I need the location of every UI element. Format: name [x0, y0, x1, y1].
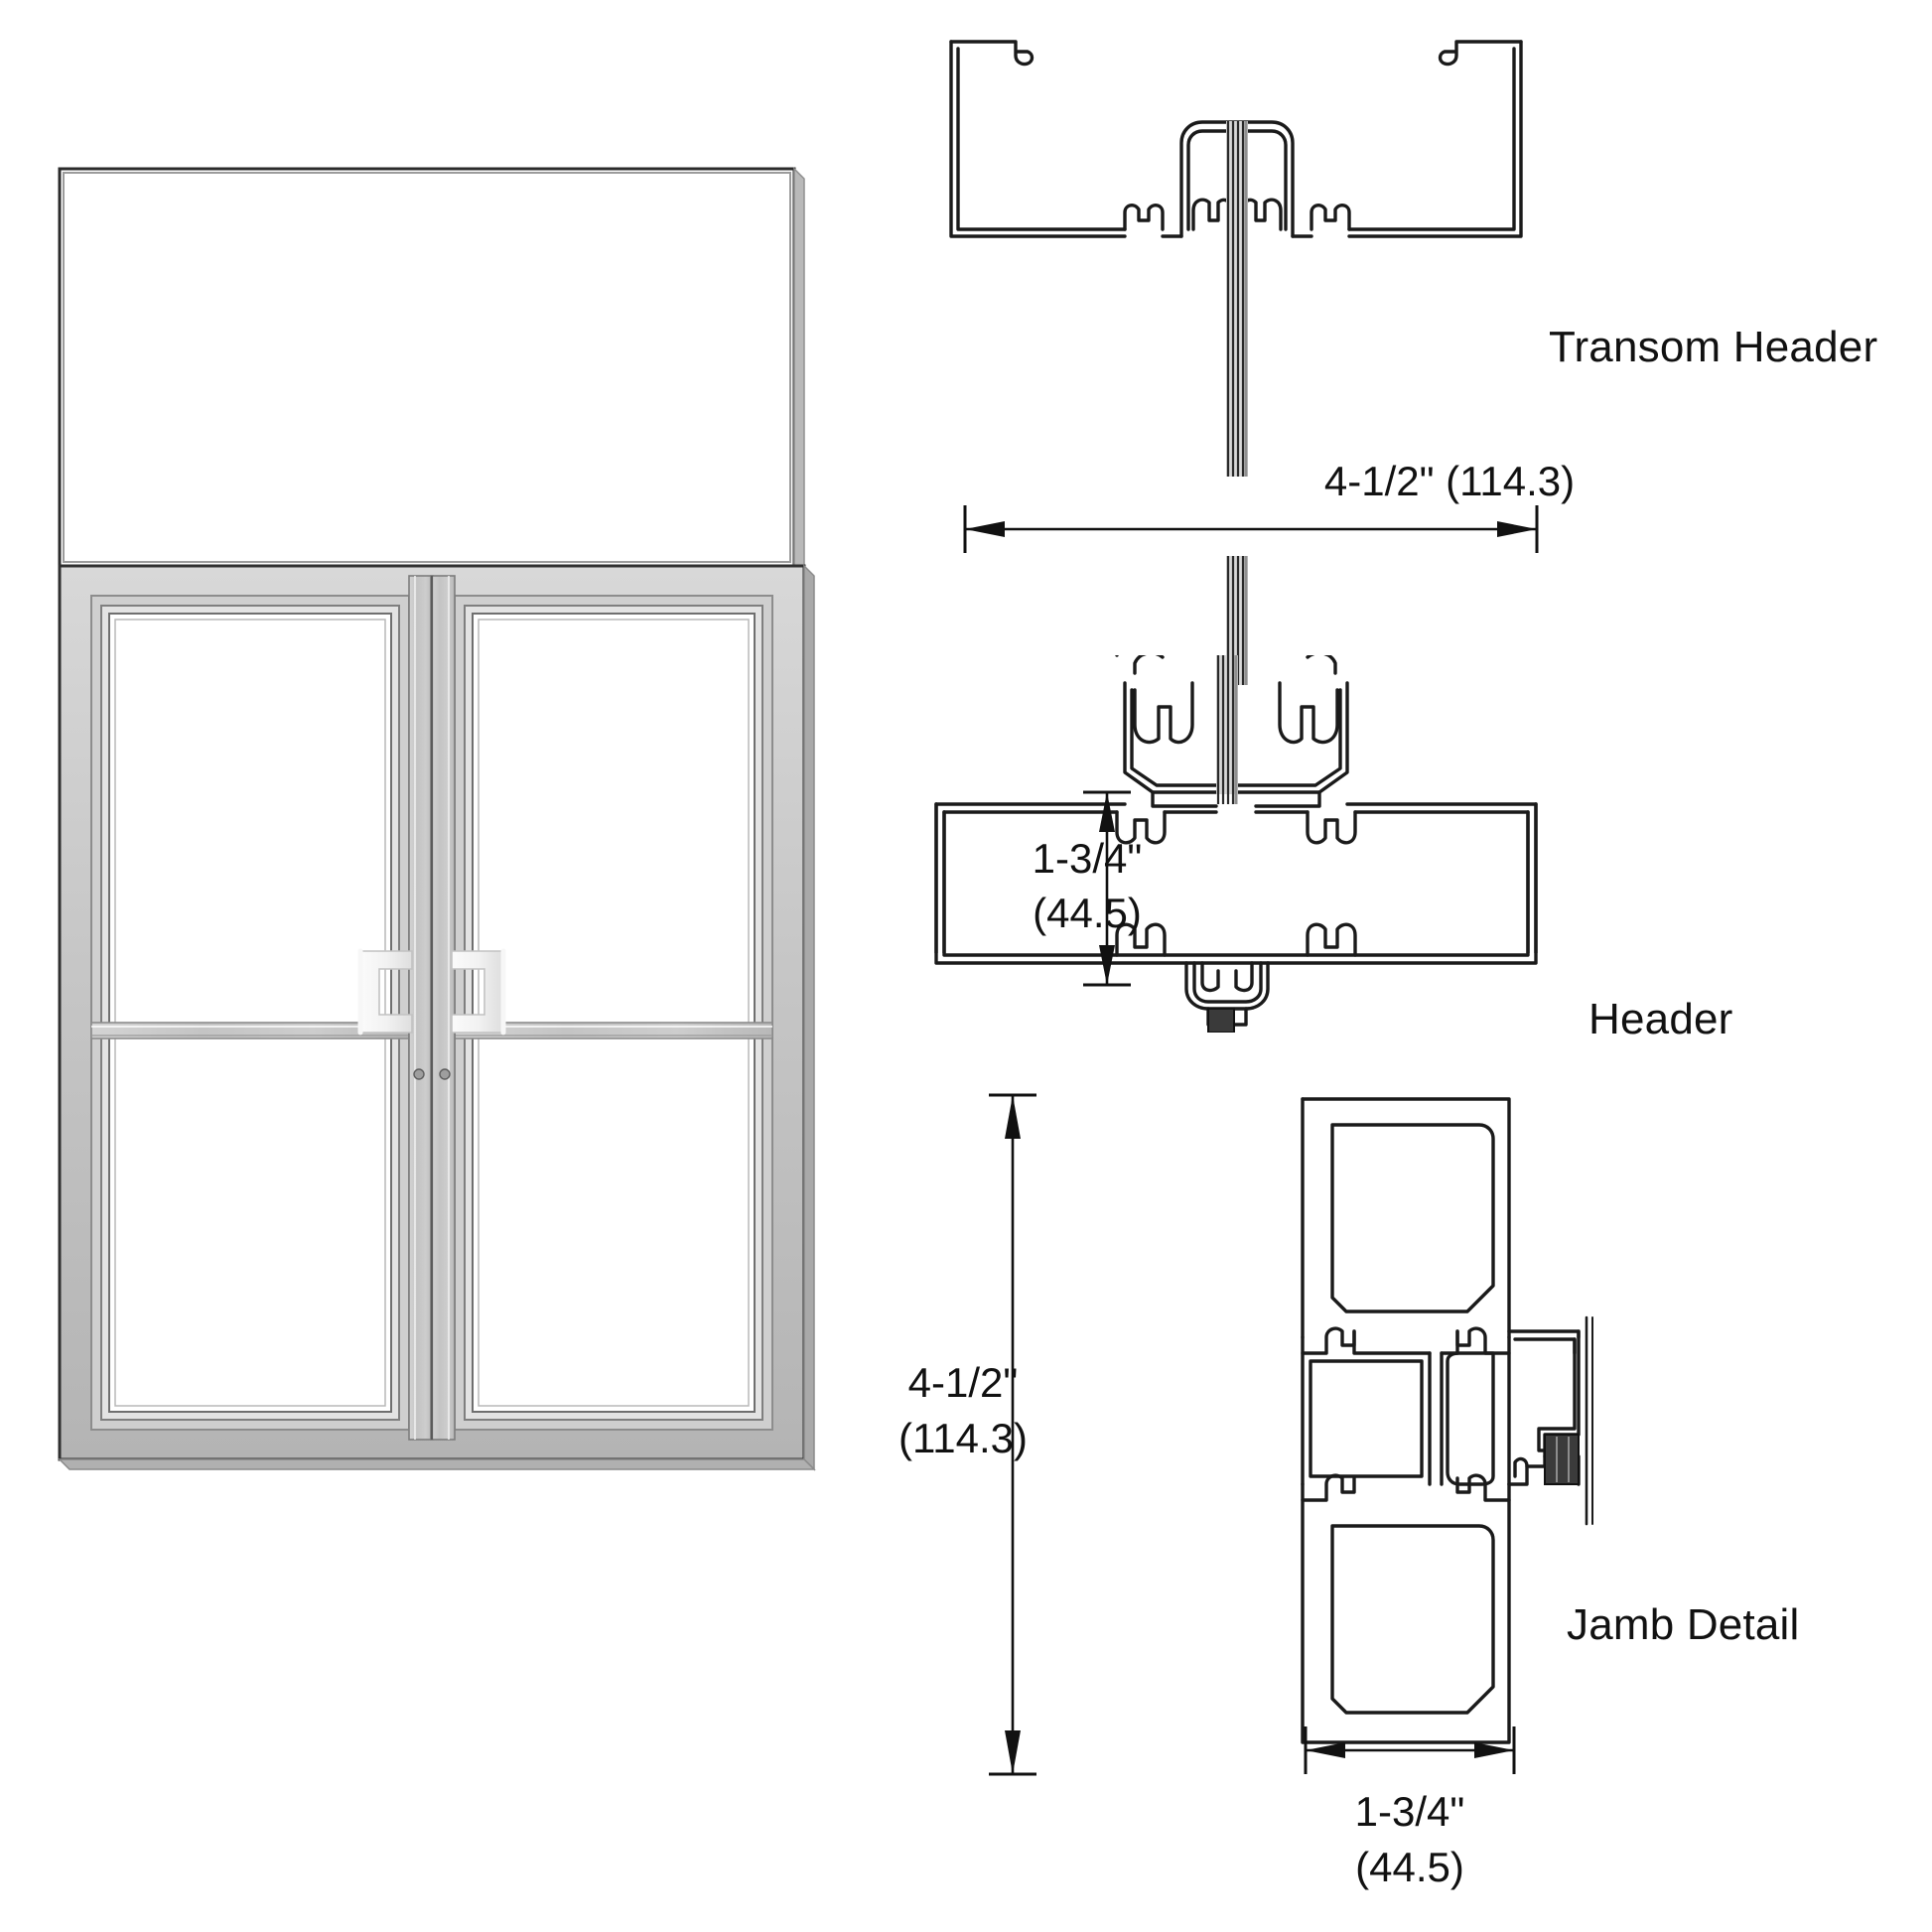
header-glazing-infill	[1216, 655, 1238, 804]
dimension-line-header-height	[1083, 790, 1131, 987]
dimension-jamb-depth-mm: (114.3)	[898, 1415, 1028, 1461]
door-leaf-right[interactable]	[454, 595, 773, 1431]
dimension-line-jamb-depth	[989, 1093, 1036, 1776]
header-label: Header	[1588, 995, 1733, 1043]
dimension-jamb-width-mm: (44.5)	[1355, 1844, 1464, 1890]
dimension-header-height-mm: (44.5)	[1033, 890, 1142, 936]
dimension-jamb-width-inches: 1-3/4"	[1354, 1788, 1465, 1835]
jamb-detail-label: Jamb Detail	[1567, 1600, 1800, 1649]
dimension-line-horizontal-top	[963, 505, 1539, 553]
dimension-header-height-inches: 1-3/4"	[1032, 835, 1143, 882]
dimension-jamb-depth-inches: 4-1/2"	[907, 1359, 1019, 1406]
header-section-body	[934, 802, 1538, 1033]
pull-handle-right[interactable]	[451, 948, 506, 1035]
glazing-leg	[1226, 121, 1248, 349]
jamb-weatherstrip	[1544, 1434, 1580, 1485]
transom-header-section	[949, 40, 1523, 349]
door-elevation	[58, 167, 816, 1471]
dimension-line-jamb-width	[1304, 1726, 1516, 1774]
transom-header-label: Transom Header	[1549, 323, 1878, 371]
glazing-leg-extension-top	[1226, 338, 1248, 477]
meeting-stiles	[408, 575, 456, 1441]
header-weatherstrip	[1207, 1008, 1235, 1033]
door-leaf-left[interactable]	[90, 595, 410, 1431]
dimension-header-width: 4-1/2" (114.3)	[1323, 458, 1576, 504]
header-section-upper	[934, 655, 1538, 953]
lock-cylinder-right[interactable]	[439, 1068, 451, 1080]
transom-panel	[58, 167, 805, 578]
jamb-detail-section	[1301, 1097, 1593, 1744]
pull-handle-left[interactable]	[357, 948, 413, 1035]
lock-cylinder-left[interactable]	[413, 1068, 425, 1080]
